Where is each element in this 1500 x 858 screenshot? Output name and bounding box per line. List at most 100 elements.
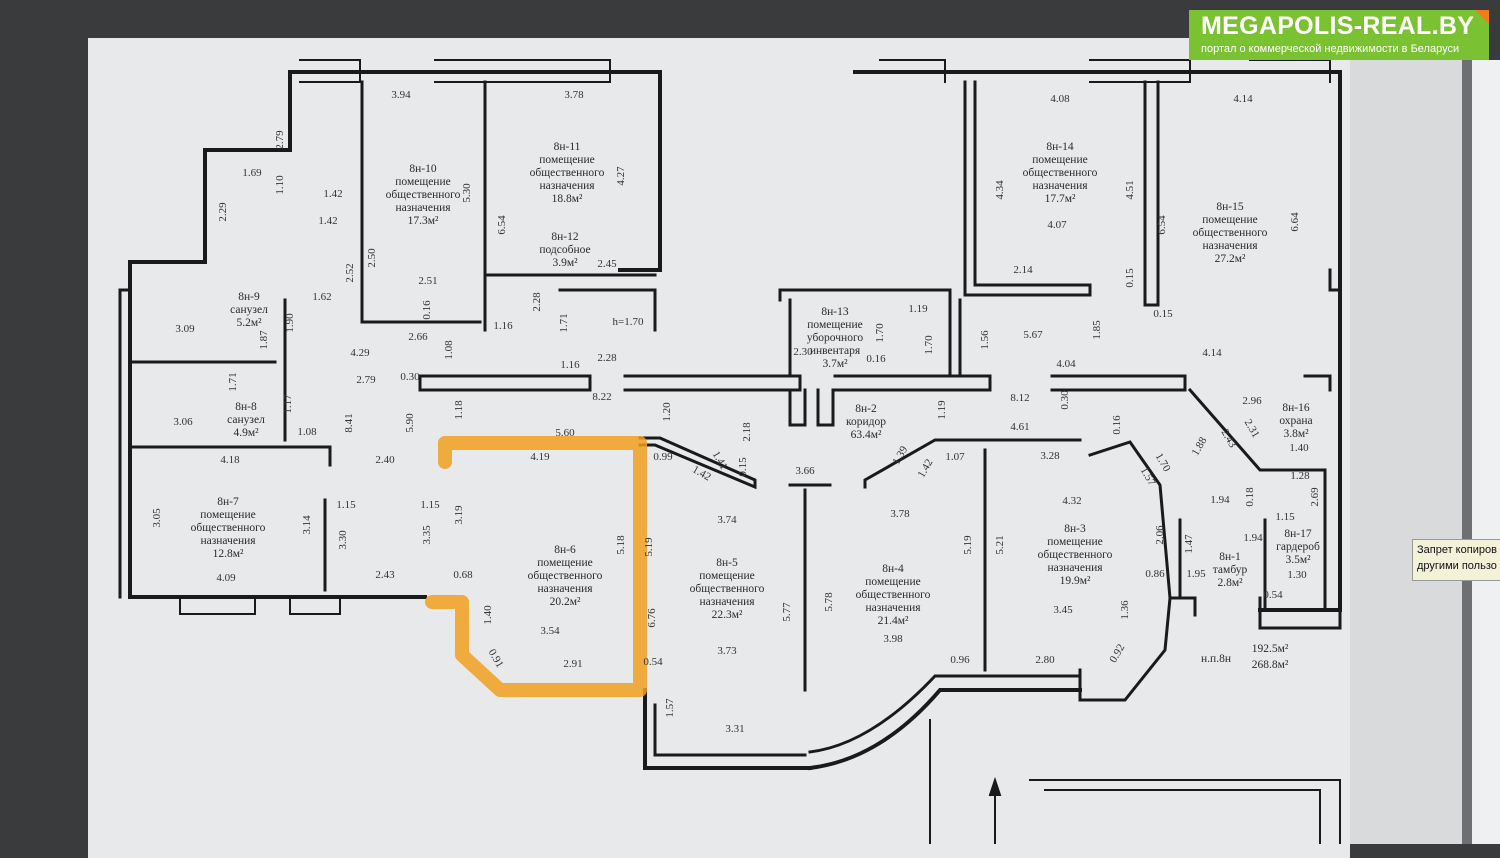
room-label-line: общественного bbox=[530, 167, 605, 179]
room-label-line: помещение bbox=[395, 176, 450, 188]
room-label-line: 19.9м² bbox=[1060, 575, 1091, 587]
dimension-label: 1.08 bbox=[297, 426, 317, 438]
room-label-line: назначения bbox=[539, 180, 595, 192]
dimension-label: 0.16 bbox=[1111, 415, 1123, 435]
room-id: 8н-10 bbox=[409, 163, 436, 175]
dimension-label: 3.74 bbox=[717, 514, 737, 526]
dimension-label: 2.51 bbox=[418, 275, 437, 287]
room-label-line: 22.3м² bbox=[712, 609, 743, 621]
logo-title: MEGAPOLIS-REAL.BY bbox=[1201, 12, 1475, 40]
room-8n-6-highlight bbox=[425, 436, 647, 697]
dimension-label: 3.09 bbox=[175, 323, 195, 335]
dimension-label: 4.32 bbox=[1062, 495, 1081, 507]
dimension-label: 0.86 bbox=[1145, 568, 1165, 580]
room-id: 8н-1 bbox=[1219, 551, 1241, 563]
dimension-label: 0.16 bbox=[421, 300, 433, 320]
dimension-label: 3.66 bbox=[795, 465, 815, 477]
dimension-label: 1.40 bbox=[1289, 442, 1309, 454]
room-label-line: назначения bbox=[200, 535, 256, 547]
dimension-label: 3.54 bbox=[540, 625, 560, 637]
dimension-label: 8.22 bbox=[592, 391, 611, 403]
dimension-label: 1.17 bbox=[282, 394, 294, 414]
dimension-label: 0.92 bbox=[1107, 642, 1127, 665]
dimension-label: 1.18 bbox=[453, 400, 465, 420]
dimension-label: 1.57 bbox=[664, 698, 676, 718]
room-label-line: 3.7м² bbox=[822, 358, 848, 370]
room-label-line: помещение bbox=[1032, 154, 1087, 166]
dimension-label: 1.07 bbox=[945, 451, 965, 463]
room-label-line: гардероб bbox=[1276, 541, 1320, 553]
dimension-label: 3.78 bbox=[890, 508, 910, 520]
dimension-label: 3.35 bbox=[421, 525, 433, 545]
dimension-label: 2.43 bbox=[1219, 427, 1239, 450]
dimension-label: 5.18 bbox=[615, 535, 627, 555]
room-label-line: общественного bbox=[1038, 549, 1113, 561]
room-label-line: охрана bbox=[1279, 415, 1312, 427]
dimension-label: 4.34 bbox=[994, 180, 1006, 200]
dimension-label: 5.19 bbox=[643, 537, 655, 557]
watermark-logo[interactable]: MEGAPOLIS-REAL.BY портал о коммерческой … bbox=[1189, 10, 1489, 60]
dimension-label: 1.71 bbox=[227, 372, 239, 391]
dimension-label: 5.30 bbox=[461, 183, 473, 203]
room-label-line: общественного bbox=[1193, 227, 1268, 239]
copy-protection-tooltip: Запрет копиров другими пользо bbox=[1412, 539, 1500, 581]
dimension-label: 1.15 bbox=[336, 499, 356, 511]
page-edge bbox=[1472, 60, 1500, 844]
dimension-label: 1.19 bbox=[908, 303, 928, 315]
dimension-label: 1.15 bbox=[420, 499, 440, 511]
room-label-line: 21.4м² bbox=[878, 615, 909, 627]
dimension-label: 3.31 bbox=[725, 723, 744, 735]
dimension-label: 2.79 bbox=[356, 374, 376, 386]
dimension-label: 2.06 bbox=[1154, 525, 1166, 545]
room-label-line: 3.5м² bbox=[1285, 554, 1311, 566]
room-label-line: общественного bbox=[690, 583, 765, 595]
room-id: 8н-8 bbox=[235, 401, 257, 413]
dimension-label: 0.18 bbox=[1244, 487, 1256, 507]
room-label-line: общественного bbox=[386, 189, 461, 201]
room-label-line: 27.2м² bbox=[1215, 253, 1246, 265]
dimension-label: 0.68 bbox=[453, 569, 473, 581]
dimension-label: 0.99 bbox=[653, 451, 673, 463]
dimension-label: 1.62 bbox=[312, 291, 331, 303]
dimension-label: 2.79 bbox=[274, 130, 286, 150]
dimension-label: 3.14 bbox=[301, 515, 313, 535]
walls bbox=[118, 59, 1342, 844]
room-label-line: общественного bbox=[191, 522, 266, 534]
dimension-label: 1.20 bbox=[661, 402, 673, 422]
dimension-label: 0.15 bbox=[1153, 308, 1173, 320]
dimension-label: 1.15 bbox=[1275, 511, 1295, 523]
room-label-line: помещение bbox=[699, 570, 754, 582]
room-label-line: тамбур bbox=[1213, 564, 1248, 576]
dimension-label: 1.87 bbox=[258, 330, 270, 350]
room-label-line: помещение bbox=[1047, 536, 1102, 548]
room-id: 8н-13 bbox=[821, 306, 848, 318]
dimension-label: 4.14 bbox=[1233, 93, 1253, 105]
dimension-label: 1.70 bbox=[874, 323, 886, 343]
dimension-label: 0.96 bbox=[950, 654, 970, 666]
dimension-label: 2.30 bbox=[793, 346, 813, 358]
logo-subtitle: портал о коммерческой недвижимости в Бел… bbox=[1201, 43, 1460, 55]
room-id: 8н-17 bbox=[1284, 528, 1311, 540]
dimension-label: 5.67 bbox=[1023, 329, 1043, 341]
room-label-line: 63.4м² bbox=[851, 429, 882, 441]
dimension-label: 1.88 bbox=[1189, 435, 1209, 458]
tooltip-line-1: Запрет копиров bbox=[1417, 544, 1497, 556]
dimension-label: 2.29 bbox=[217, 202, 229, 222]
dimension-label: 4.07 bbox=[1047, 219, 1067, 231]
room-label-line: общественного bbox=[528, 570, 603, 582]
dimension-label: 3.30 bbox=[337, 530, 349, 550]
room-id: 8н-2 bbox=[855, 403, 877, 415]
dimension-label: 1.42 bbox=[915, 457, 935, 480]
room-label-line: 18.8м² bbox=[552, 193, 583, 205]
dimension-label: 2.50 bbox=[366, 248, 378, 268]
dimension-label: 3.78 bbox=[564, 89, 584, 101]
dimension-label: 2.14 bbox=[1013, 264, 1033, 276]
dimension-label: 3.06 bbox=[173, 416, 193, 428]
